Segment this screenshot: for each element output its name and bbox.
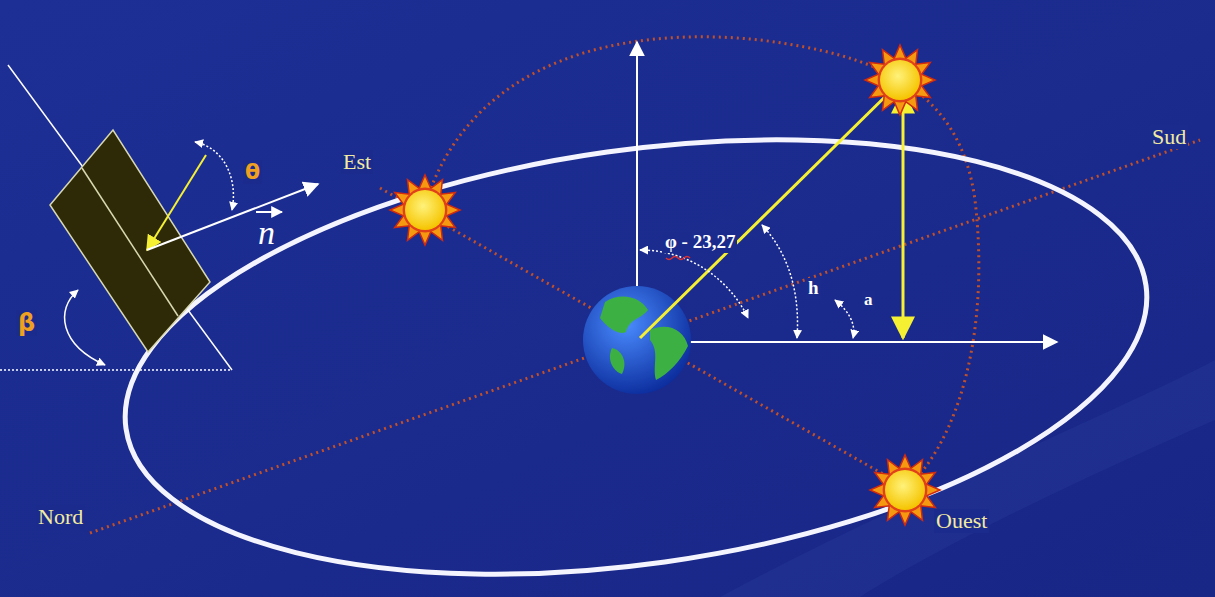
sun-symbol bbox=[865, 45, 935, 115]
horizontal-axis bbox=[637, 341, 1057, 343]
vector-arrow bbox=[256, 211, 282, 213]
direction-label: Ouest bbox=[934, 509, 989, 533]
solar-panel bbox=[50, 130, 210, 352]
sun-projection bbox=[902, 92, 905, 338]
ground-line bbox=[0, 369, 232, 371]
latitude-angle-arc bbox=[640, 250, 748, 318]
sun-ray bbox=[640, 86, 896, 338]
angle-label: θ bbox=[243, 160, 262, 184]
sun-symbol bbox=[390, 175, 460, 245]
spellcheck-underline bbox=[666, 257, 690, 260]
angle-label: a bbox=[862, 291, 875, 310]
incidence-angle-arc bbox=[195, 142, 233, 210]
north-south-line bbox=[90, 140, 1200, 533]
sun-path-arc bbox=[425, 37, 979, 490]
angle-label: β bbox=[16, 310, 37, 336]
panel-plane-line bbox=[8, 65, 232, 370]
normal-vector bbox=[147, 184, 318, 250]
direction-label: Est bbox=[341, 150, 373, 174]
azimuth-angle-arc bbox=[835, 300, 854, 338]
angle-label: φ - 23,27 bbox=[663, 232, 737, 253]
panel-divider bbox=[82, 168, 178, 316]
angle-label: h bbox=[806, 278, 821, 299]
direction-label: Nord bbox=[36, 505, 85, 529]
direction-label: Sud bbox=[1150, 125, 1188, 149]
altitude-angle-arc bbox=[762, 225, 798, 338]
incident-ray bbox=[147, 155, 206, 250]
sun-symbol bbox=[870, 455, 940, 525]
vector-label: n bbox=[256, 214, 277, 251]
tilt-angle-arc bbox=[65, 290, 105, 365]
